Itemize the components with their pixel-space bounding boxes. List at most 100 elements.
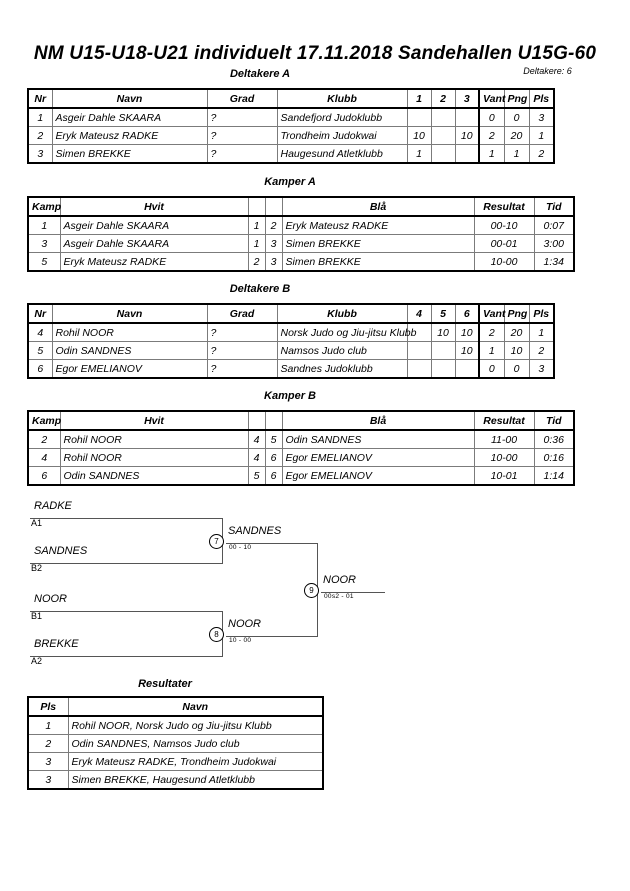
bracket-match-node-8: 8 [209,627,224,642]
col-vant: Vant [478,88,505,109]
cell-bla-nr: 3 [264,252,283,272]
col-kamp: Kamp [27,196,61,217]
cell-hvit: Rohil NOOR [59,429,249,449]
col-pls: Pls [27,696,69,717]
cell-nr: 6 [27,359,53,379]
bracket-match-score: 10 - 00 [229,637,252,644]
col-hvit-nr [247,410,266,431]
bracket-line-b2 [30,563,223,564]
bracket-line-b1 [30,611,223,612]
col-bla: Blå [281,410,475,431]
col-bla: Blå [281,196,475,217]
col-match-2: 2 [430,88,456,109]
section-title-results: Resultater [138,678,192,690]
bracket-match-node-7: 7 [209,534,224,549]
cell-nr: 1 [27,107,53,127]
col-bla-nr [264,410,283,431]
page-title: NM U15-U18-U21 individuelt 17.11.2018 Sa… [33,43,597,64]
cell-match-6: 10 [454,322,480,342]
col-hvit-nr [247,196,266,217]
table-row: 1 Asgeir Dahle SKAARA 1 2 Eryk Mateusz R… [27,215,575,235]
bracket-champion-name: NOOR [323,574,356,586]
section-title-pool-a: Deltakere A [229,68,291,80]
matches-b-table: Kamp Hvit Blå Resultat Tid 2 Rohil NOOR … [27,410,575,486]
section-title-matches-a: Kamper A [264,176,316,188]
col-vant: Vant [478,303,505,324]
col-match-4: 4 [406,303,432,324]
bracket-entrant-seed: B1 [31,611,43,621]
col-tid: Tid [533,196,575,217]
cell-hvit-nr: 4 [247,429,266,449]
bracket-winner-name: NOOR [228,618,261,630]
cell-tid: 0:36 [533,429,575,449]
table-row: 6 Odin SANDNES 5 6 Egor EMELIANOV 10-01 … [27,466,575,486]
table-row: 5 Eryk Mateusz RADKE 2 3 Simen BREKKE 10… [27,252,575,272]
cell-navn: Simen BREKKE, Haugesund Atletklubb [67,770,324,790]
bracket-match-node-9: 9 [304,583,319,598]
cell-bla: Simen BREKKE [281,234,475,253]
cell-hvit: Eryk Mateusz RADKE [59,252,249,272]
cell-tid: 1:14 [533,466,575,486]
cell-vant: 1 [478,144,505,164]
matches-b-header-row: Kamp Hvit Blå Resultat Tid [27,410,575,431]
cell-hvit-nr: 1 [247,215,266,235]
bracket-line-sf1-out [226,543,318,544]
col-nr: Nr [27,303,53,324]
matches-a-header-row: Kamp Hvit Blå Resultat Tid [27,196,575,217]
bracket-entrant-seed: B2 [31,563,43,573]
cell-match-5 [430,341,456,360]
col-navn: Navn [67,696,324,717]
cell-klubb: Sandefjord Judoklubb [276,107,408,127]
cell-kamp: 1 [27,215,61,235]
col-klubb: Klubb [276,88,408,109]
cell-match-1 [406,107,432,127]
cell-match-1: 10 [406,126,432,145]
cell-navn: Egor EMELIANOV [51,359,208,379]
bracket-entrant-name: RADKE [34,500,72,512]
col-navn: Navn [51,88,208,109]
cell-tid: 1:34 [533,252,575,272]
col-nr: Nr [27,88,53,109]
cell-grad: ? [206,126,278,145]
table-row: 2 Odin SANDNES, Namsos Judo club [27,734,324,753]
section-title-pool-b: Deltakere B [229,283,291,295]
col-grad: Grad [206,303,278,324]
cell-tid: 0:07 [533,215,575,235]
col-resultat: Resultat [473,410,535,431]
cell-match-2 [430,107,456,127]
cell-png: 1 [503,144,530,164]
cell-navn: Rohil NOOR, Norsk Judo og Jiu-jitsu Klub… [67,715,324,735]
col-match-5: 5 [430,303,456,324]
cell-pls: 2 [27,734,69,753]
cell-vant: 2 [478,126,505,145]
cell-navn: Simen BREKKE [51,144,208,164]
table-row: 3 Eryk Mateusz RADKE, Trondheim Judokwai [27,752,324,771]
results-table: Pls Navn 1 Rohil NOOR, Norsk Judo og Jiu… [27,696,324,790]
cell-match-3 [454,107,480,127]
table-row: 5 Odin SANDNES ? Namsos Judo club 10 1 1… [27,341,555,360]
cell-match-4 [406,359,432,379]
cell-klubb: Haugesund Atletklubb [276,144,408,164]
col-png: Png [503,303,530,324]
col-tid: Tid [533,410,575,431]
cell-vant: 1 [478,341,505,360]
col-klubb: Klubb [276,303,408,324]
col-navn: Navn [51,303,208,324]
bracket-line-final-out [321,592,385,593]
col-pls: Pls [528,303,555,324]
cell-match-3 [454,144,480,164]
cell-hvit-nr: 5 [247,466,266,486]
pool-a-header-row: Nr Navn Grad Klubb 1 2 3 Vant Png Pls [27,88,555,109]
cell-resultat: 00-01 [473,234,535,253]
cell-match-6 [454,359,480,379]
cell-png: 0 [503,107,530,127]
cell-bla-nr: 3 [264,234,283,253]
table-row: 4 Rohil NOOR ? Norsk Judo og Jiu-jitsu K… [27,322,555,342]
cell-vant: 2 [478,322,505,342]
cell-pls: 3 [528,107,555,127]
cell-hvit: Asgeir Dahle SKAARA [59,234,249,253]
cell-grad: ? [206,107,278,127]
cell-match-4 [406,341,432,360]
cell-hvit: Asgeir Dahle SKAARA [59,215,249,235]
cell-grad: ? [206,322,278,342]
